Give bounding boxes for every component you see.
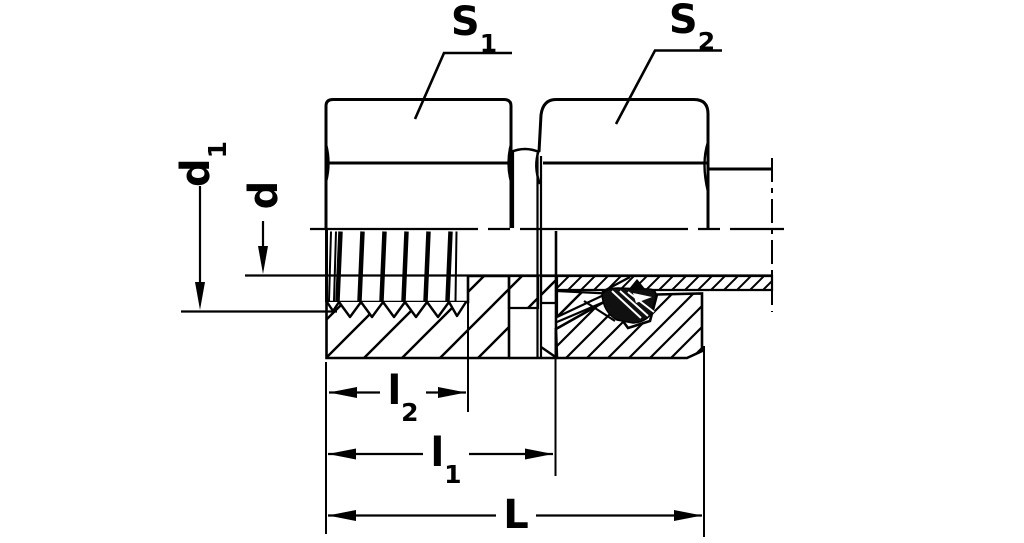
tube-outline bbox=[708, 158, 773, 312]
tube-wall-hatch bbox=[555, 274, 774, 292]
leader-line-s2 bbox=[614, 49, 722, 125]
extension-lines bbox=[325, 281, 705, 537]
dimension-d1-arrow bbox=[195, 186, 205, 310]
bore-shoulder-lines bbox=[325, 153, 558, 358]
dimension-l1 bbox=[328, 448, 553, 460]
dimension-L bbox=[328, 510, 702, 521]
leader-line-s1 bbox=[413, 51, 512, 120]
female-thread-section bbox=[326, 231, 468, 319]
neck-between-hexes bbox=[510, 147, 540, 228]
dimension-l2 bbox=[329, 387, 466, 398]
dimension-d-arrow bbox=[258, 221, 268, 274]
hex-nut-s2-outline bbox=[535, 98, 710, 228]
cutting-ring-ferrule bbox=[601, 275, 657, 324]
hex-body-s1-outline bbox=[324, 98, 513, 228]
nut-section-hatch bbox=[509, 292, 704, 360]
